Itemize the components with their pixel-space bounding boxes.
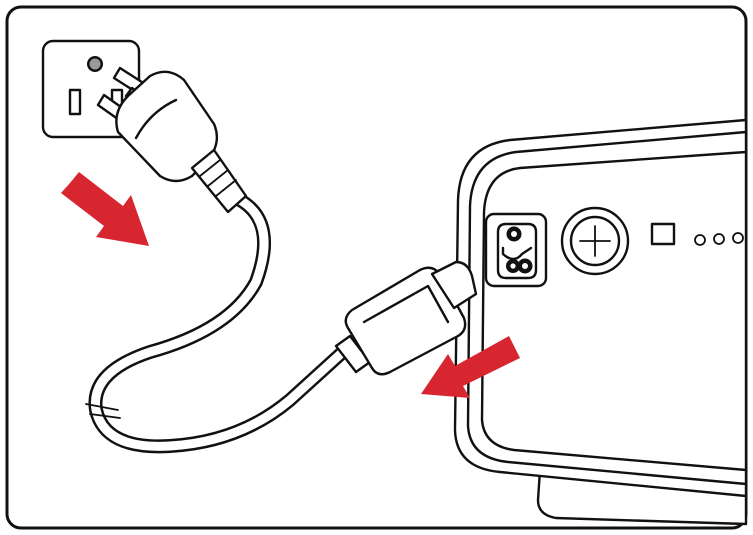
power-plug-icon [96,66,248,214]
power-cable-icon [85,193,352,454]
round-control-icon [560,206,630,276]
ac-inlet-icon [484,212,548,288]
power-connector-icon [334,260,478,376]
red-arrow-icon [421,336,520,398]
square-indicator-icon [650,222,676,246]
red-arrow-icon [61,172,149,246]
projector-icon [453,118,748,526]
indicator-leds [694,232,744,246]
